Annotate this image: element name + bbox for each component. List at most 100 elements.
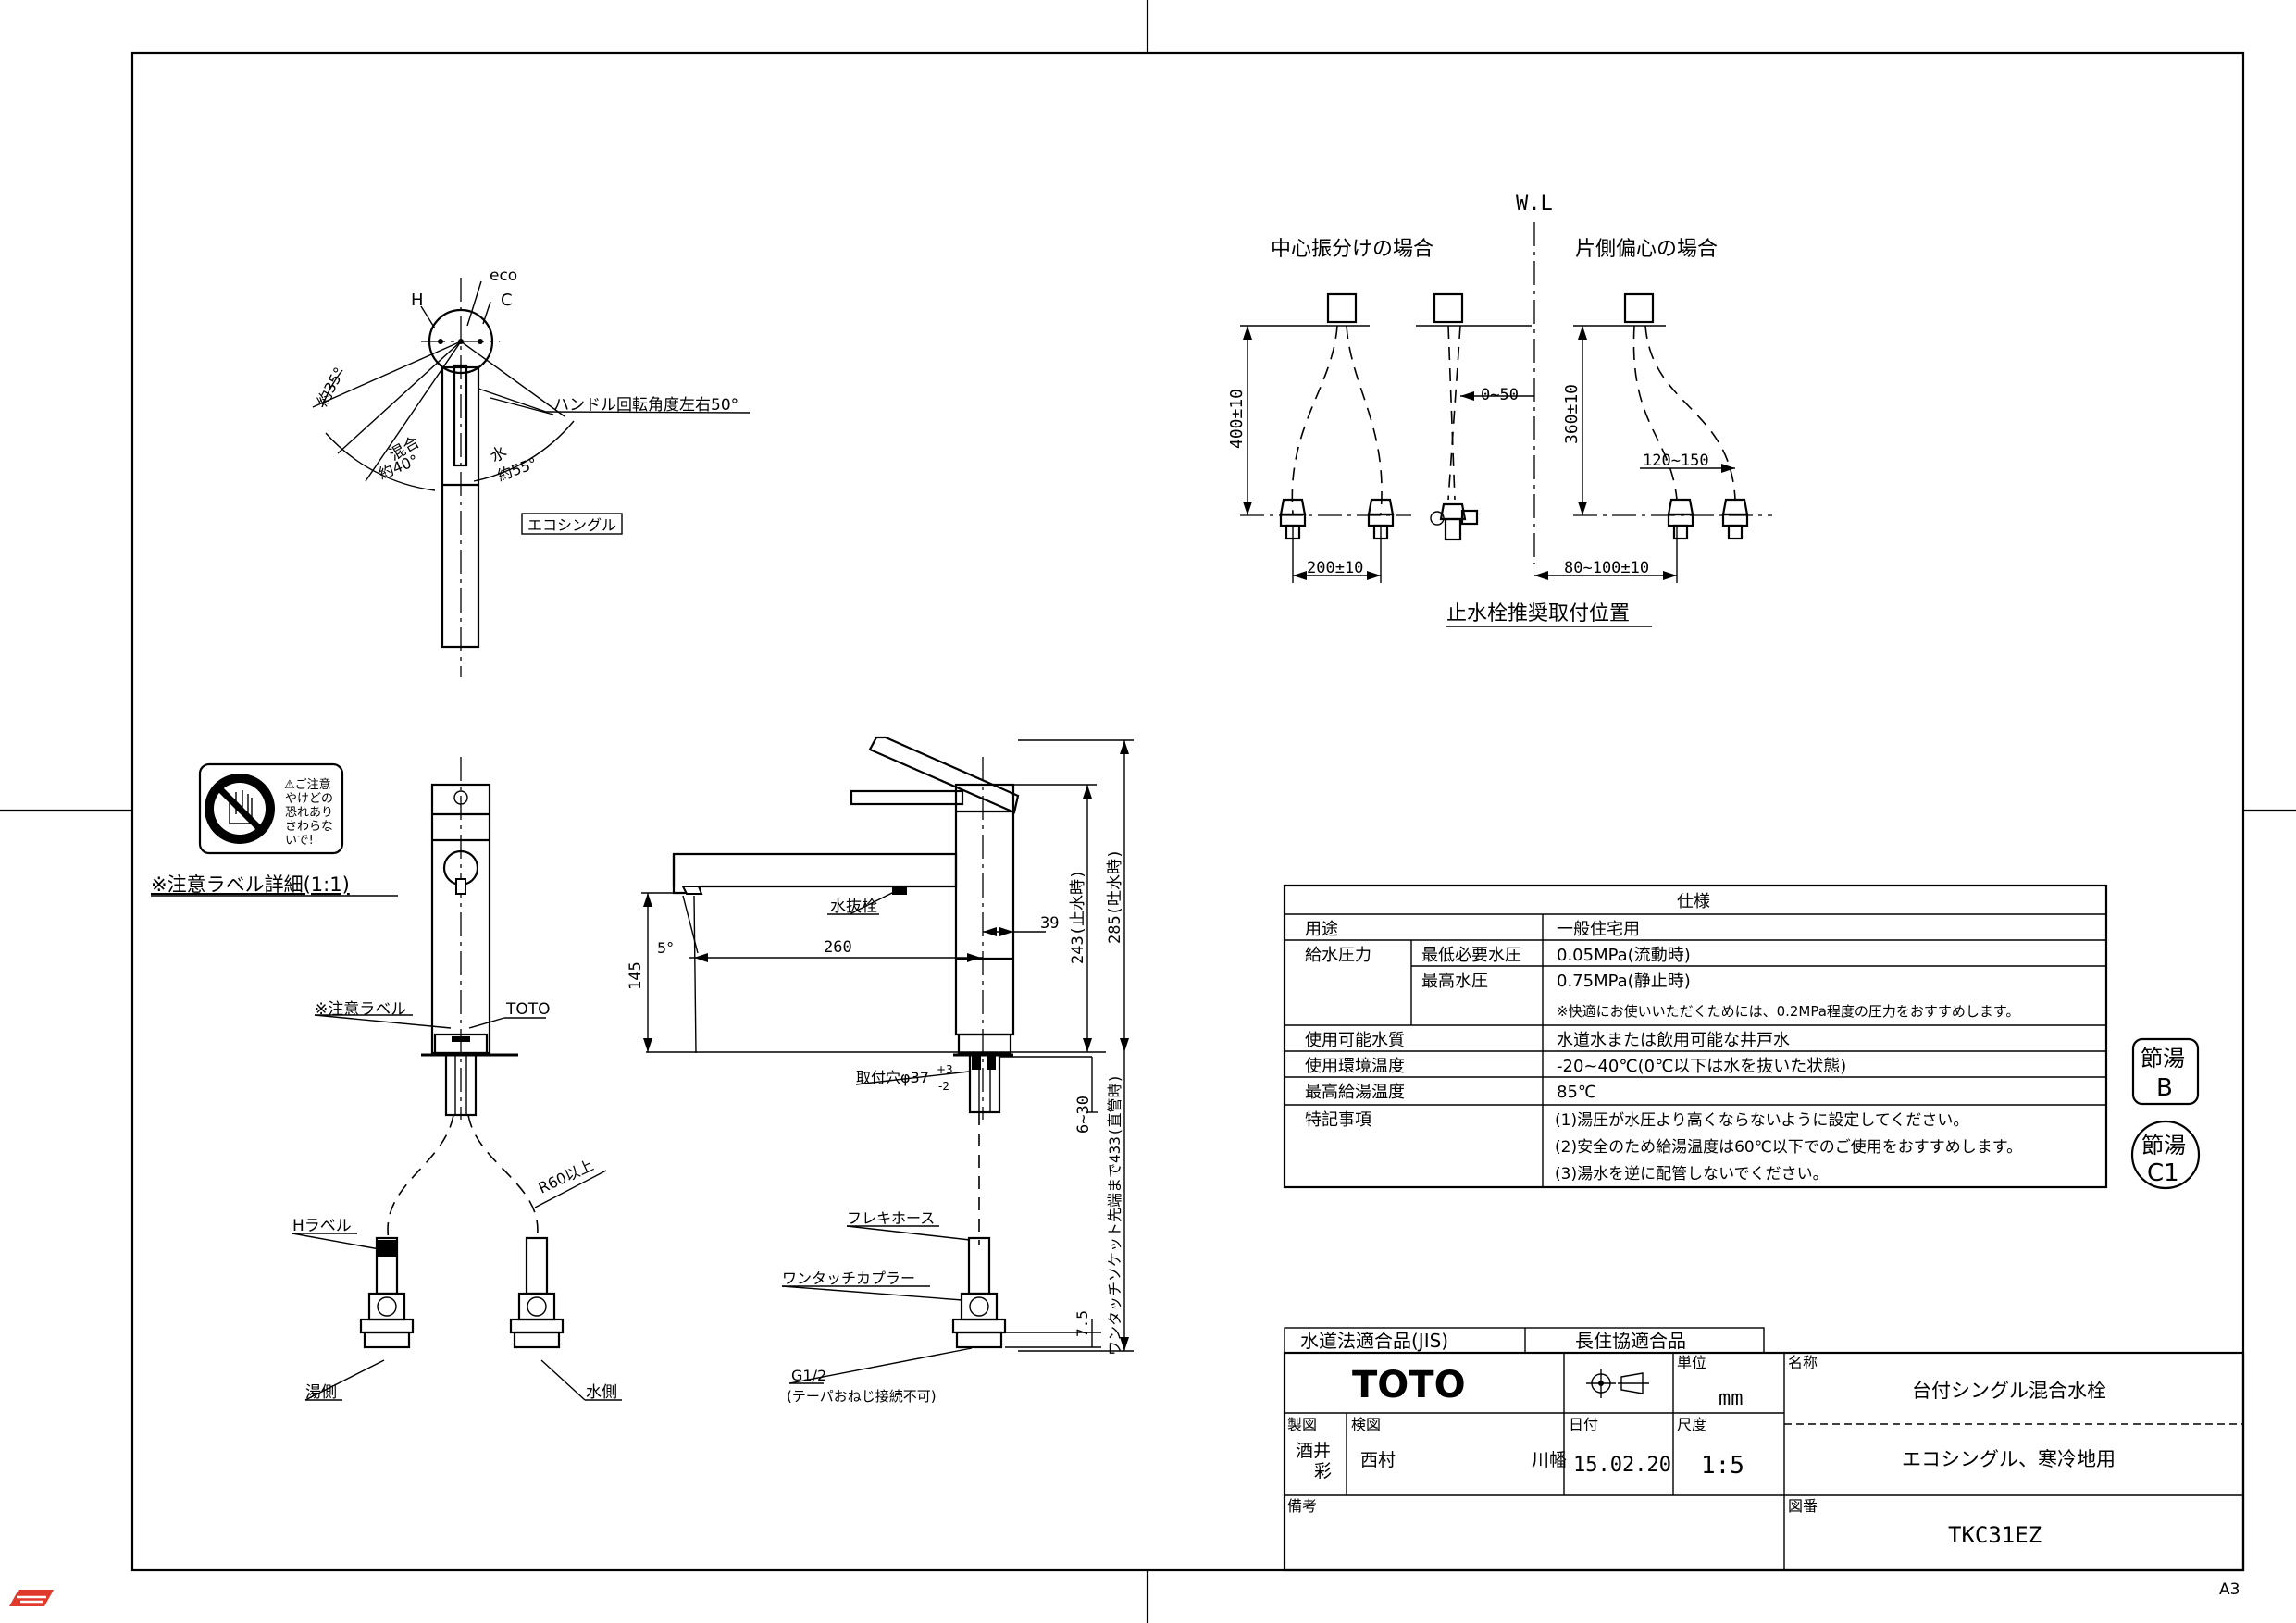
dim-39: 39 bbox=[1040, 914, 1059, 933]
name-label: 名称 bbox=[1788, 1354, 1818, 1371]
spec-table: 仕様 用途 一般住宅用 給水圧力 最低必要水圧 0.05MPa(流動時) 最高水… bbox=[1283, 884, 2108, 1189]
caution-line-4: さわらな bbox=[285, 820, 333, 834]
eco-angle: 約35° bbox=[314, 365, 349, 409]
top-view: H eco C 約35° 混合 約40° 水 約55° ハンドル回転角度左右50… bbox=[312, 266, 751, 677]
date-label: 日付 bbox=[1569, 1416, 1598, 1433]
eco-single-label: エコシングル bbox=[527, 516, 616, 534]
caution-line-1: ⚠ご注意 bbox=[284, 777, 331, 792]
stop-valve-caption: 止水栓推奨取付位置 bbox=[1446, 602, 1630, 626]
offset-80-100: 80~100±10 bbox=[1564, 559, 1649, 577]
hot-supply-fitting bbox=[359, 1236, 415, 1349]
checked-label: 検図 bbox=[1351, 1416, 1381, 1433]
remarks-label: 備考 bbox=[1287, 1497, 1317, 1515]
stop-valve-icon bbox=[1667, 498, 1694, 540]
spec-note-2: (2)安全のため給湯温度は60℃以下でのご使用をおすすめします。 bbox=[1555, 1137, 2022, 1157]
dim-285: 285(吐水時) bbox=[1106, 849, 1124, 944]
drain-plug-label: 水抜栓 bbox=[830, 898, 877, 916]
caution-line-5: いで! bbox=[285, 834, 314, 848]
svg-text:節湯: 節湯 bbox=[2141, 1046, 2185, 1072]
hot-side-label: 湯側 bbox=[305, 1383, 337, 1402]
water-saving-mark-b: 節湯 B bbox=[2131, 1037, 2200, 1106]
drawing-no-label: 図番 bbox=[1788, 1497, 1818, 1515]
flex-hose-label: フレキホース bbox=[847, 1209, 935, 1227]
offset-case-title: 片側偏心の場合 bbox=[1575, 238, 1718, 261]
spec-min-pressure-label: 最低必要水圧 bbox=[1421, 946, 1521, 965]
spec-env-temp-value: -20~40℃(0℃以下は水を抜いた状態) bbox=[1557, 1057, 1846, 1076]
offset-0-50: 0~50 bbox=[1481, 386, 1519, 404]
checked-name-1: 西村 bbox=[1360, 1450, 1396, 1470]
svg-text:C1: C1 bbox=[2147, 1159, 2179, 1187]
third-angle-projection-icon bbox=[1586, 1369, 1649, 1398]
cold-side-label: 水側 bbox=[586, 1383, 617, 1402]
stop-valve-icon bbox=[1721, 498, 1749, 540]
spec-usage-value: 一般住宅用 bbox=[1557, 920, 1640, 939]
stop-valve-icon bbox=[1430, 502, 1479, 541]
front-caution-label: ※注意ラベル bbox=[315, 1000, 406, 1019]
spec-water-quality-value: 水道水または飲用可能な井戸水 bbox=[1557, 1031, 1790, 1050]
stop-valve-icon bbox=[1367, 498, 1395, 540]
cold-supply-fitting bbox=[509, 1236, 565, 1349]
unit-value: mm bbox=[1719, 1387, 1744, 1410]
mount-hole: 取付穴φ37 bbox=[856, 1069, 929, 1086]
front-brand: TOTO bbox=[505, 1000, 551, 1019]
scale-value: 1:5 bbox=[1701, 1452, 1744, 1480]
spec-notes-label: 特記事項 bbox=[1305, 1110, 1371, 1130]
height-145: 145 bbox=[627, 961, 645, 990]
wall-line-label: W.L bbox=[1516, 192, 1553, 216]
stamp-icon bbox=[9, 1590, 54, 1606]
svg-text:節湯: 節湯 bbox=[2141, 1133, 2186, 1158]
dim-243: 243(止水時) bbox=[1069, 870, 1087, 964]
spec-max-hot-label: 最高給湯温度 bbox=[1305, 1083, 1405, 1102]
checked-name-2: 川幡 bbox=[1532, 1450, 1567, 1470]
spec-usage-label: 用途 bbox=[1305, 920, 1338, 939]
drawn-name-2: 彩 bbox=[1314, 1461, 1332, 1481]
caution-detail-title: ※注意ラベル詳細(1:1) bbox=[151, 873, 350, 896]
spec-water-quality-label: 使用可能水質 bbox=[1305, 1031, 1405, 1050]
caution-line-3: 恐れあり bbox=[285, 806, 333, 820]
svg-text:B: B bbox=[2156, 1074, 2173, 1102]
sheet-size: A3 bbox=[2219, 1580, 2240, 1599]
scale-label: 尺度 bbox=[1677, 1416, 1706, 1433]
hot-mark: H bbox=[411, 291, 424, 310]
center-case-title: 中心振分けの場合 bbox=[1271, 238, 1433, 261]
spec-max-pressure-label: 最高水圧 bbox=[1421, 972, 1488, 991]
reach-dimension: 260 bbox=[824, 938, 852, 957]
dim-7-5: 7.5 bbox=[1074, 1310, 1091, 1337]
spec-note-1: (1)湯圧が水圧より高くならないように設定してください。 bbox=[1555, 1111, 1968, 1130]
spout-angle: 5° bbox=[657, 939, 674, 957]
stop-valve-diagram: W.L 中心振分けの場合 片側偏心の場合 400±10 200±10 bbox=[1227, 192, 1772, 627]
spec-header: 仕様 bbox=[1677, 892, 1710, 911]
eco-mark: eco bbox=[490, 266, 517, 285]
drawn-name-1: 酒井 bbox=[1296, 1441, 1331, 1461]
caution-label: ⚠ご注意 やけどの 恐れあり さわらな いで! ※注意ラベル詳細(1:1) bbox=[151, 762, 398, 897]
product-subname: エコシングル、寒冷地用 bbox=[1902, 1448, 2116, 1470]
handle-rotation-note: ハンドル回転角度左右50° bbox=[553, 396, 738, 415]
thread-note: (テーパおねじ接続不可) bbox=[787, 1388, 937, 1405]
side-view: 水抜栓 260 5° 145 39 243(止水時) 285(吐水時) 取付穴φ… bbox=[627, 736, 1134, 1405]
spec-max-pressure-value: 0.75MPa(静止時) bbox=[1557, 972, 1691, 991]
title-block: 水道法適合品(JIS) 長住協適合品 TOTO 単位 mm 名称 台付シングル混… bbox=[1283, 1327, 2245, 1572]
kyojukyo-label: 長住協適合品 bbox=[1575, 1330, 1686, 1352]
spec-pressure-label: 給水圧力 bbox=[1305, 946, 1371, 965]
spec-note-3: (3)湯水を逆に配管しないでください。 bbox=[1555, 1165, 1829, 1183]
thread-label: G1/2 bbox=[791, 1367, 826, 1384]
h-label: Hラベル bbox=[292, 1217, 352, 1235]
dim-433: ワンタッチソケット先端まで433(直管時) bbox=[1106, 1074, 1123, 1356]
caution-line-2: やけどの bbox=[285, 792, 333, 806]
spec-max-hot-value: 85℃ bbox=[1557, 1083, 1596, 1102]
unit-label: 単位 bbox=[1677, 1354, 1706, 1371]
mount-hole-tol-minus: -2 bbox=[938, 1080, 949, 1093]
toto-logo: TOTO bbox=[1352, 1364, 1466, 1406]
width-200: 200±10 bbox=[1307, 559, 1363, 577]
spec-env-temp-label: 使用環境温度 bbox=[1305, 1057, 1405, 1076]
height-400: 400±10 bbox=[1227, 389, 1247, 449]
dim-6-30: 6~30 bbox=[1074, 1096, 1093, 1134]
drawn-label: 製図 bbox=[1287, 1416, 1317, 1433]
drawing-number: TKC31EZ bbox=[1948, 1522, 2042, 1548]
coupler-label: ワンタッチカプラー bbox=[782, 1270, 915, 1287]
mount-hole-tol-plus: +3 bbox=[937, 1063, 953, 1076]
water-saving-mark-c1: 節湯 C1 bbox=[2130, 1120, 2201, 1190]
